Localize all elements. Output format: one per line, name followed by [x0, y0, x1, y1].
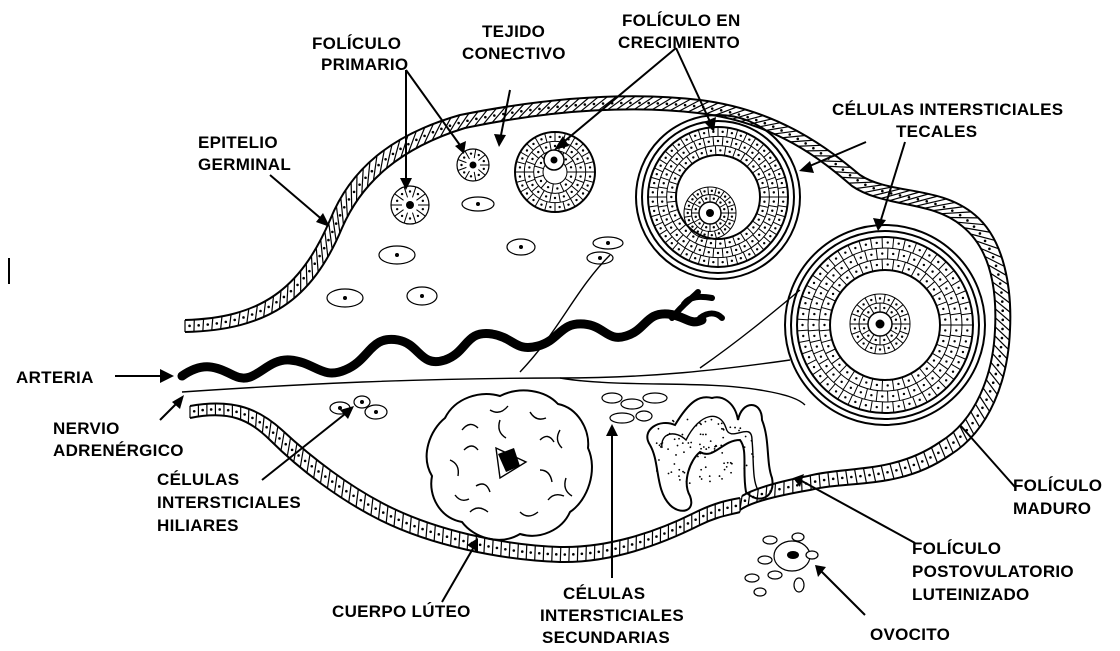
- label-celulas-hiliares: CÉLULAS INTERSTICIALES HILIARES: [157, 470, 306, 535]
- label-arteria: ARTERIA: [16, 368, 94, 387]
- corpus-luteum: [425, 389, 593, 541]
- ovocyte: [744, 532, 819, 597]
- label-foliculo-maduro: FOLÍCULO MADURO: [1013, 476, 1107, 518]
- label-epitelio-germinal: EPITELIO GERMINAL: [198, 133, 291, 174]
- primary-follicle: [390, 148, 490, 225]
- secondary-interstitial-cells: [601, 392, 668, 424]
- label-foliculo-primario: FOLÍCULO PRIMARIO: [312, 34, 408, 74]
- labels: FOLÍCULO PRIMARIO TEJIDO CONECTIVO FOLÍC…: [16, 11, 1107, 647]
- mature-follicle: [784, 224, 986, 426]
- pointer-lines: [115, 47, 1016, 616]
- germinal-epithelium: [184, 95, 1012, 564]
- hilar-cells: [329, 395, 388, 420]
- label-nervio: NERVIO ADRENÉRGICO: [53, 419, 184, 460]
- growing-follicle-small: [514, 131, 596, 213]
- label-cuerpo-luteo: CUERPO LÚTEO: [332, 602, 471, 621]
- label-celulas-tecales: CÉLULAS INTERSTICIALES TECALES: [832, 100, 1068, 141]
- label-ovocito: OVOCITO: [870, 625, 950, 644]
- label-foliculo-crecimiento: FOLÍCULO EN CRECIMIENTO: [618, 11, 746, 52]
- growing-follicle-large: [635, 114, 801, 280]
- artery: [177, 289, 725, 383]
- postovulatory-follicle: [646, 396, 774, 512]
- label-foliculo-postovulatorio: FOLÍCULO POSTOVULATORIO LUTEINIZADO: [912, 539, 1079, 604]
- label-tejido-conectivo: TEJIDO CONECTIVO: [462, 22, 566, 63]
- adrenergic-nerve: [181, 254, 806, 406]
- stromal-cells: [326, 196, 624, 308]
- label-celulas-secundarias: CÉLULAS INTERSTICIALES SECUNDARIAS: [540, 584, 689, 647]
